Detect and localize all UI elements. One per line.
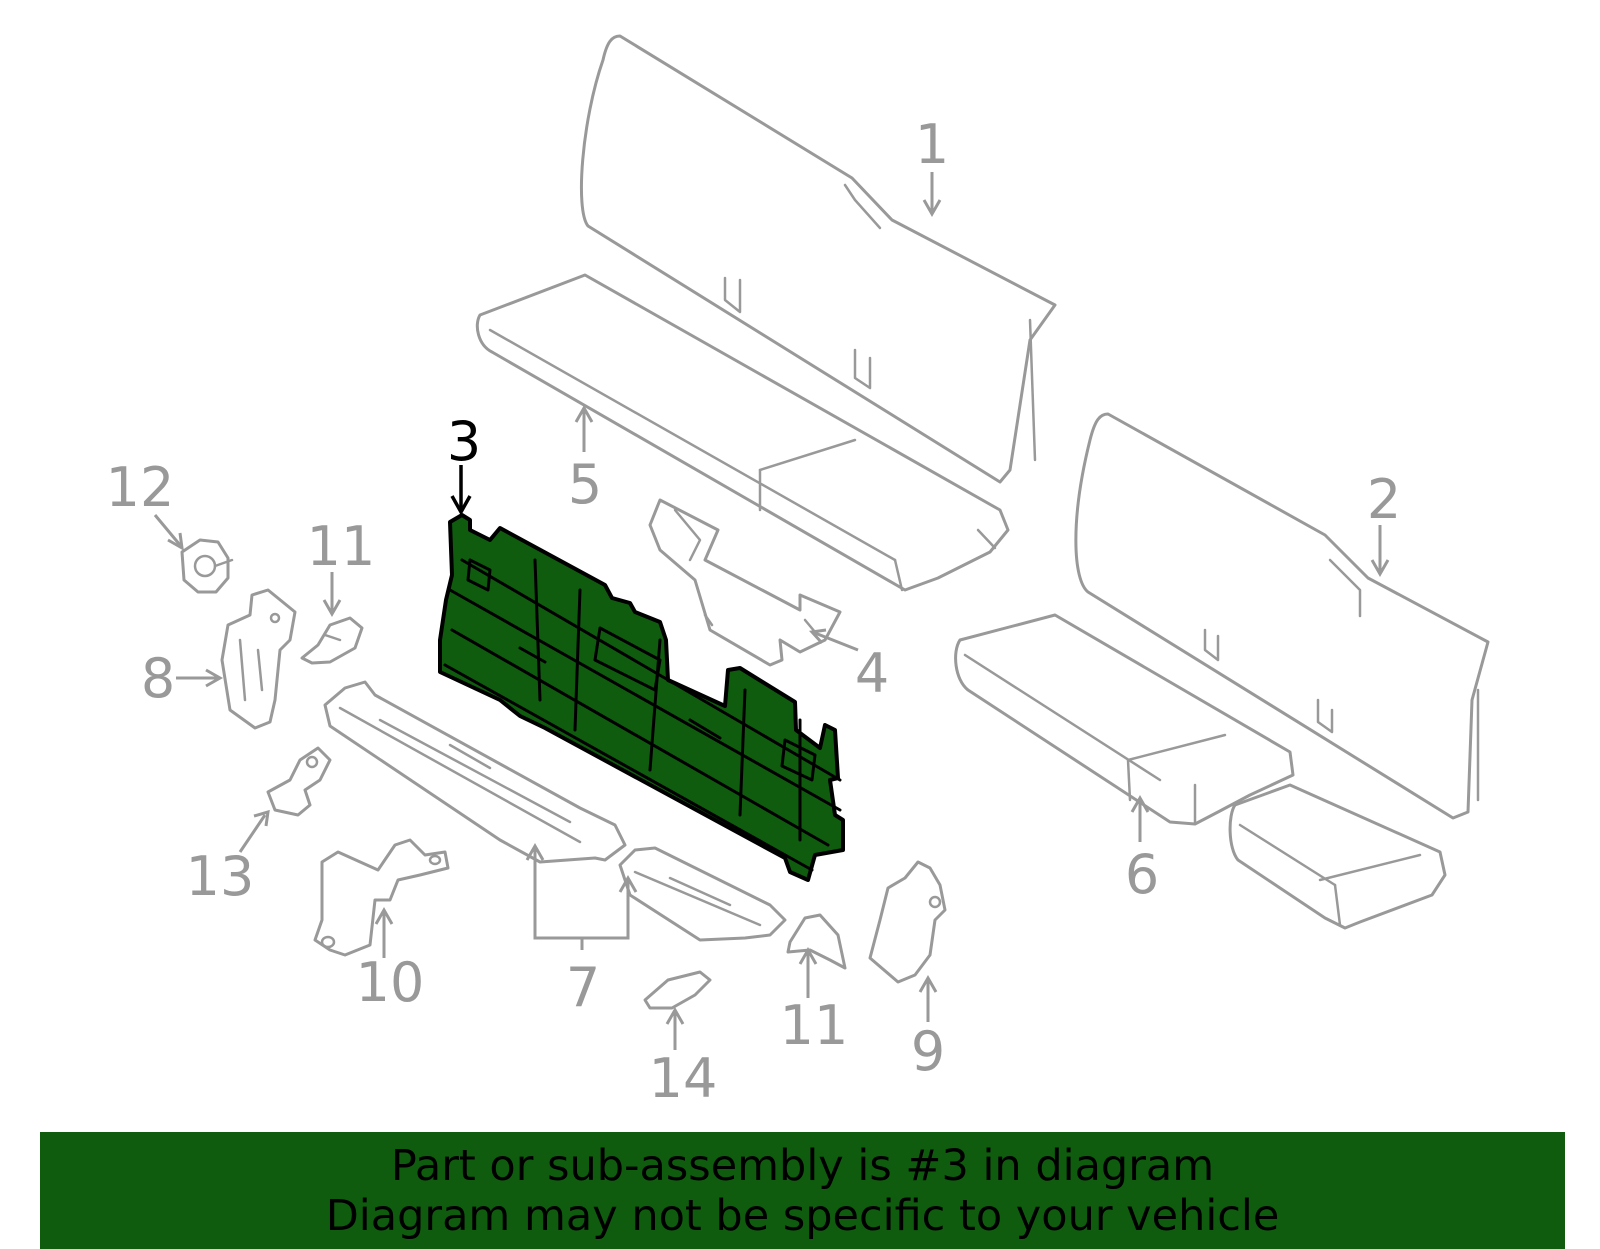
callout-10: 10 [356,951,425,1014]
part-11-clip-upper[interactable] [300,616,364,665]
leader-13 [238,814,267,853]
leader-lines [153,172,1390,1050]
part-3-seat-frame[interactable] [438,513,845,882]
leader-1-arrow [922,199,942,218]
callout-13: 13 [186,845,255,908]
leader-7 [533,848,584,950]
callout-14: 14 [649,1047,718,1110]
part-8-side-bracket[interactable] [220,588,297,730]
callout-11-upper: 11 [307,515,376,578]
part-7-seat-track-left[interactable] [323,680,627,864]
callout-8: 8 [141,647,175,710]
part-7-seat-track-right[interactable] [618,846,787,942]
part-13-hinge[interactable] [266,746,332,817]
part-5-seat-cushion[interactable] [475,273,1010,592]
callout-7: 7 [566,956,600,1019]
callout-9: 9 [911,1020,945,1083]
banner-line-1: Part or sub-assembly is #3 in diagram [390,1140,1215,1191]
part-6-seat-cushion-right[interactable] [954,613,1295,826]
leader-4 [814,631,859,652]
leader-12 [153,514,182,546]
part-14-cap[interactable] [643,970,712,1010]
callout-11-lower: 11 [780,994,849,1057]
part-4-bracket[interactable] [648,498,842,667]
callout-6: 6 [1125,843,1159,906]
callout-5: 5 [568,453,602,516]
parts-diagram: 1 2 3 4 5 6 7 8 9 10 11 11 12 13 14 [106,34,1490,1110]
seat-cushion-block[interactable] [1228,783,1447,930]
part-2-seat-back-right[interactable] [1074,412,1490,820]
part-1-seat-back-left[interactable] [579,34,1057,484]
callout-1: 1 [915,113,949,176]
callout-3: 3 [447,410,481,473]
callout-4: 4 [855,642,889,705]
callout-numbers: 1 2 3 4 5 6 7 8 9 10 11 11 12 13 14 [106,113,1402,1110]
callout-2: 2 [1367,468,1401,531]
callout-12: 12 [106,456,175,519]
part-9-side-bracket[interactable] [868,860,947,984]
info-banner: Part or sub-assembly is #3 in diagram Di… [40,1132,1565,1249]
part-12-knob[interactable] [180,538,234,594]
banner-line-2: Diagram may not be specific to your vehi… [325,1190,1280,1241]
part-10-mount[interactable] [313,838,450,957]
part-11-clip-lower[interactable] [786,913,847,970]
